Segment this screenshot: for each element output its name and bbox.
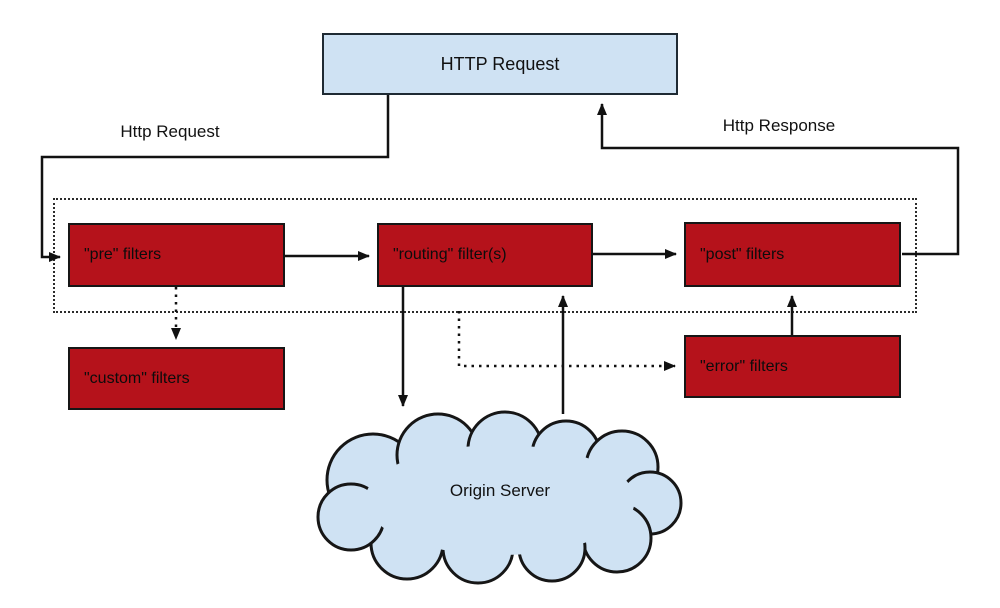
origin-server-cloud [316,410,683,585]
routing-filters-label: "routing" filter(s) [393,246,507,263]
http-request-box: HTTP Request [322,33,678,95]
post-filters-node: "post" filters [684,222,901,287]
pre-filters-node: "pre" filters [68,223,285,287]
custom-filters-node: "custom" filters [68,347,285,410]
origin-server-label: Origin Server [449,481,551,500]
edge-response-to-http-request [597,103,960,256]
error-filters-node: "error" filters [684,335,901,398]
error-filters-label: "error" filters [700,357,788,375]
http-request-label: HTTP Request [440,53,560,74]
edge-request-to-pre [40,95,390,262]
routing-filters-node: "routing" filter(s) [377,223,593,287]
http-request-edge-label: Http Request [120,122,220,141]
pre-filters-label: "pre" filters [84,246,162,263]
edge-chain-to-error-dotted [457,311,676,371]
post-filters-label: "post" filters [700,245,785,263]
custom-filters-label: "custom" filters [84,369,190,387]
http-response-edge-label: Http Response [722,116,836,135]
